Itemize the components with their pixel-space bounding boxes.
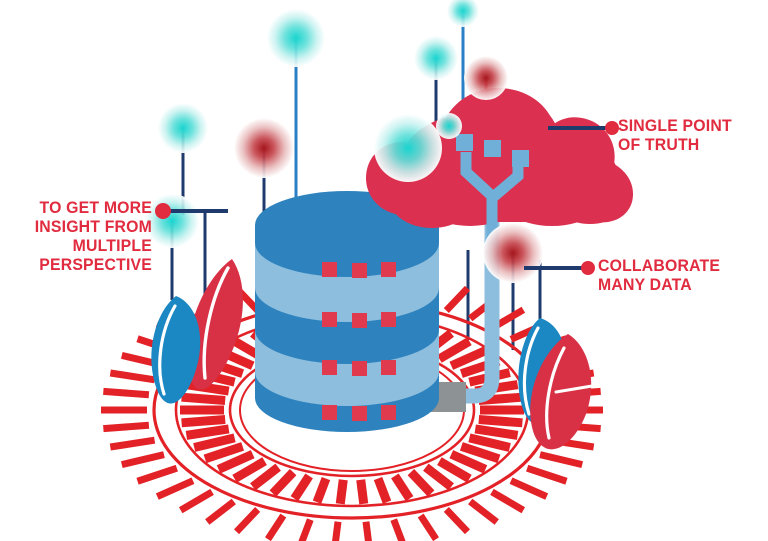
connectors	[155, 121, 619, 275]
bubble-teal-4	[158, 103, 208, 153]
label-single-point-of-truth: Single Point of Truth	[618, 116, 732, 154]
database-indicator-squares	[322, 262, 396, 421]
database-cylinder	[255, 191, 439, 432]
bubble-red-1	[464, 56, 508, 100]
bubble-teal-6	[436, 113, 462, 139]
leaf-right-red	[530, 334, 594, 450]
leaf-left-blue	[151, 296, 201, 404]
bubble-teal-3	[447, 0, 479, 27]
bubble-teal-2	[414, 36, 458, 80]
connector-dot-insight	[155, 203, 171, 219]
connector-dot-single-point	[605, 121, 619, 135]
circuit-tree-nodes	[456, 134, 529, 167]
label-collaborate-many-data: Collaborate many data	[598, 256, 721, 294]
bubble-red-3	[483, 223, 543, 283]
connector-dot-collaborate	[581, 261, 595, 275]
bubble-teal-1	[267, 9, 325, 67]
bubble-red-2	[234, 118, 294, 178]
bubble-teal-7	[145, 194, 199, 248]
bubble-teal-5	[374, 114, 442, 182]
leaf-left-red	[187, 259, 243, 390]
label-multiple-perspective: To get more insight from multiple perspe…	[34, 198, 152, 274]
